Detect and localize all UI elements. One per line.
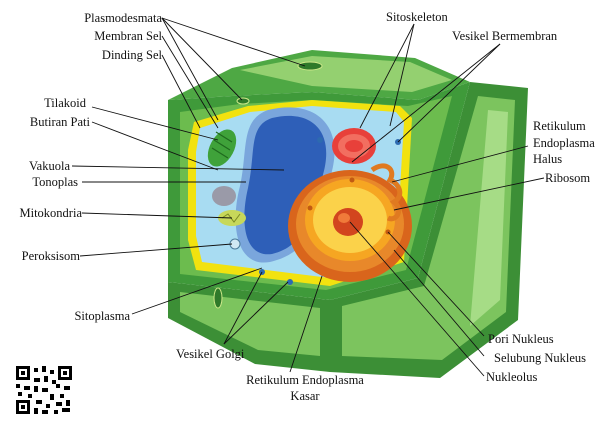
thylakoid [211,131,233,159]
golgi-vesicle-2 [287,279,293,285]
plant-cell [168,50,528,378]
label-plasmodesmata: Plasmodesmata [84,11,162,25]
plasmodesma-3 [236,97,250,105]
qr-code [16,366,72,414]
label-membran-sel: Membran Sel [94,29,162,43]
label-tonoplas: Tonoplas [32,175,78,189]
label-re-halus-2: Endoplasma [533,136,595,150]
cell-wall-side-highlight [470,110,508,326]
label-sitoskeleton: Sitoskeleton [386,10,449,24]
cell-wall-bottom-inner [180,292,320,356]
nucleus [288,170,412,282]
label-ribosom: Ribosom [545,171,590,185]
label-re-halus-3: Halus [533,152,562,166]
starch-grain [212,186,236,206]
membrane-vesicle-2 [317,137,323,143]
label-re-kasar-1: Retikulum Endoplasma [246,373,364,387]
label-vakuola: Vakuola [29,159,70,173]
nucleolus-highlight [338,213,350,223]
label-selubung-nukleus: Selubung Nukleus [494,351,586,365]
label-pori-nukleus: Pori Nukleus [488,332,554,346]
cell-wall-top-highlight [240,56,452,92]
plasmodesma-1 [297,61,323,71]
label-re-halus-1: Retikulum [533,119,586,133]
leader-lines [71,17,545,377]
plasmodesma-2 [213,287,223,309]
label-vesikel-golgi: Vesikel Golgi [176,347,245,361]
label-tilakoid: Tilakoid [44,96,87,110]
label-peroksisom: Peroksisom [22,249,81,263]
nuclear-pore-3 [349,177,355,183]
label-mitokondria: Mitokondria [20,206,83,220]
golgi-apparatus [332,128,376,164]
labels: Plasmodesmata Membran Sel Dinding Sel Ti… [20,10,596,403]
label-nukleolus: Nukleolus [486,370,538,384]
label-butiran-pati: Butiran Pati [30,115,91,129]
label-dinding-sel: Dinding Sel [102,48,163,62]
smooth-er [370,163,403,222]
cell-wall-side-inner [342,96,515,360]
label-vesikel-bermembran: Vesikel Bermembran [452,29,558,43]
label-sitoplasma: Sitoplasma [74,309,130,323]
label-re-kasar-2: Kasar [290,389,320,403]
nuclear-pore-1 [307,205,313,211]
